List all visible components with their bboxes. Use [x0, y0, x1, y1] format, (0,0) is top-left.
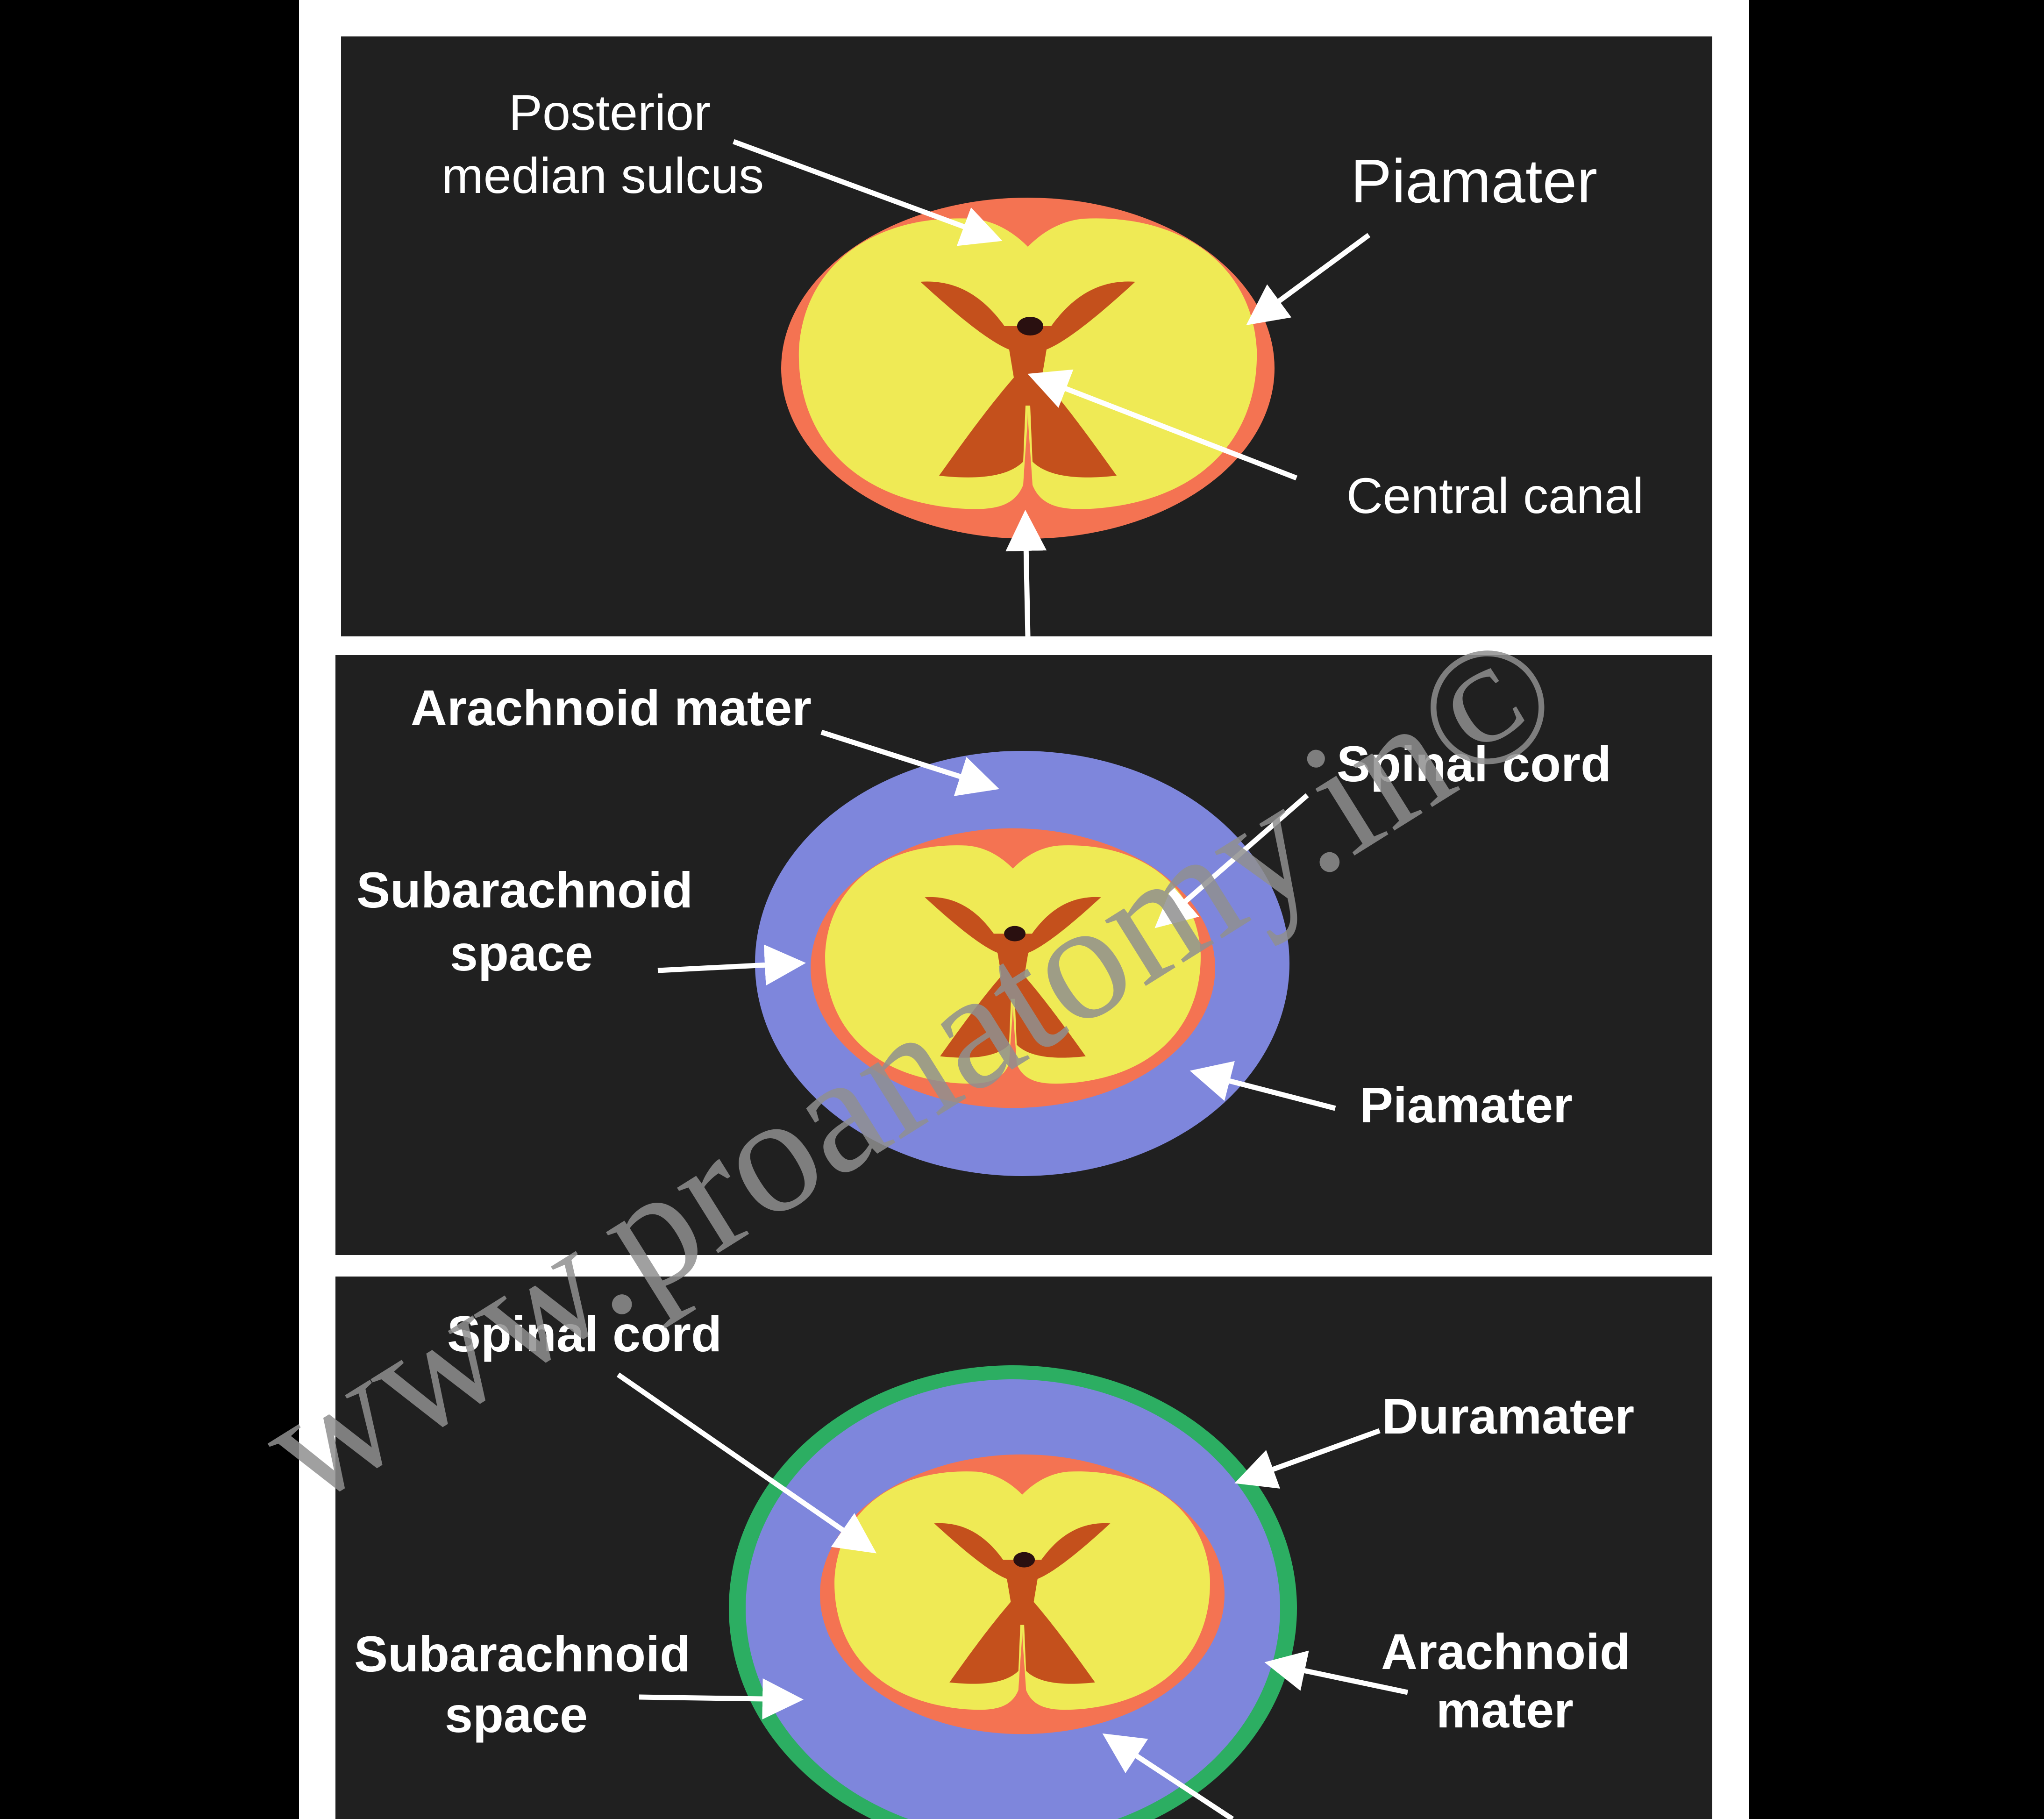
arrow-duramater [1234, 1428, 1381, 1489]
panel-2-figure: Arachnoid mater Spinal cord Subarachnoid… [335, 655, 1712, 1255]
label-subarachnoid-line-2: space [450, 925, 593, 981]
arrow-spinal-cord [616, 1372, 877, 1554]
panel-arachnoid-mater: Arachnoid mater Spinal cord Subarachnoid… [335, 655, 1712, 1255]
central-canal [1004, 926, 1026, 942]
label-posterior-line-1: Posterior [509, 84, 711, 141]
arrow-central-canal [1027, 369, 1297, 481]
label-subarachnoid-line-1: Subarachnoid [356, 862, 693, 918]
panel-3-figure: Spinal cord Duramater Subarachnoid space… [335, 1277, 1712, 1819]
label-subarachnoid-line-1: Subarachnoid [354, 1626, 691, 1682]
arrow-subarachnoid-space [657, 944, 806, 986]
panel-spinal-cord-piamater: Posterior median sulcus Piamater Central… [341, 36, 1712, 636]
panel-duramater: Spinal cord Duramater Subarachnoid space… [335, 1277, 1712, 1819]
label-piamater: Piamater [1360, 1077, 1573, 1133]
label-posterior-line-2: median sulcus [442, 147, 764, 204]
label-arachnoid-mater: Arachnoid mater [411, 679, 812, 736]
label-central-canal: Central canal [1346, 467, 1644, 524]
panel-1-figure: Posterior median sulcus Piamater Central… [341, 36, 1712, 636]
label-duramater: Duramater [1382, 1388, 1634, 1444]
label-subarachnoid-line-2: space [445, 1686, 588, 1743]
grey-matter [925, 897, 1101, 1058]
label-arachnoid-line-1: Arachnoid [1381, 1623, 1631, 1680]
arrow-arachnoid-mater [820, 729, 999, 796]
arrow-subarachnoid-space [639, 1678, 804, 1719]
arrow-piamater [1189, 1061, 1336, 1111]
central-canal [1017, 317, 1043, 335]
label-piamater: Piamater [1351, 147, 1597, 215]
arrow-anterior-fissure [1005, 510, 1047, 636]
label-spinal-cord: Spinal cord [1337, 735, 1611, 792]
central-canal [1013, 1552, 1035, 1568]
grey-matter [934, 1523, 1111, 1684]
label-spinal-cord: Spinal cord [447, 1305, 722, 1362]
arrow-piamater [1246, 233, 1371, 326]
arrow-arachnoid-mater [1264, 1650, 1409, 1695]
arrow-spinal-cord [1154, 793, 1309, 928]
arrow-piamater [1102, 1733, 1234, 1819]
label-arachnoid-line-2: mater [1436, 1682, 1574, 1738]
arrow-posterior-median-sulcus [733, 139, 1003, 246]
